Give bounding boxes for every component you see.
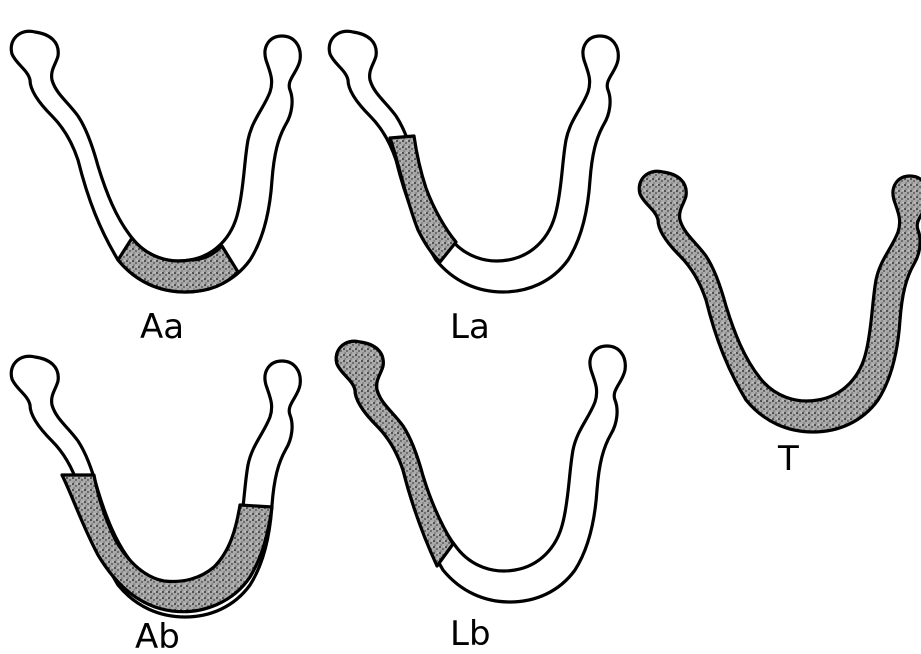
label-lb: Lb — [450, 614, 491, 654]
panel-la — [329, 31, 618, 292]
panel-t — [639, 171, 921, 432]
label-aa: Aa — [140, 307, 184, 347]
panel-lb — [336, 341, 625, 602]
label-t: T — [777, 439, 799, 479]
label-ab: Ab — [135, 617, 180, 654]
label-la: La — [450, 307, 490, 347]
panel-aa — [11, 31, 300, 292]
panel-ab — [11, 356, 300, 617]
